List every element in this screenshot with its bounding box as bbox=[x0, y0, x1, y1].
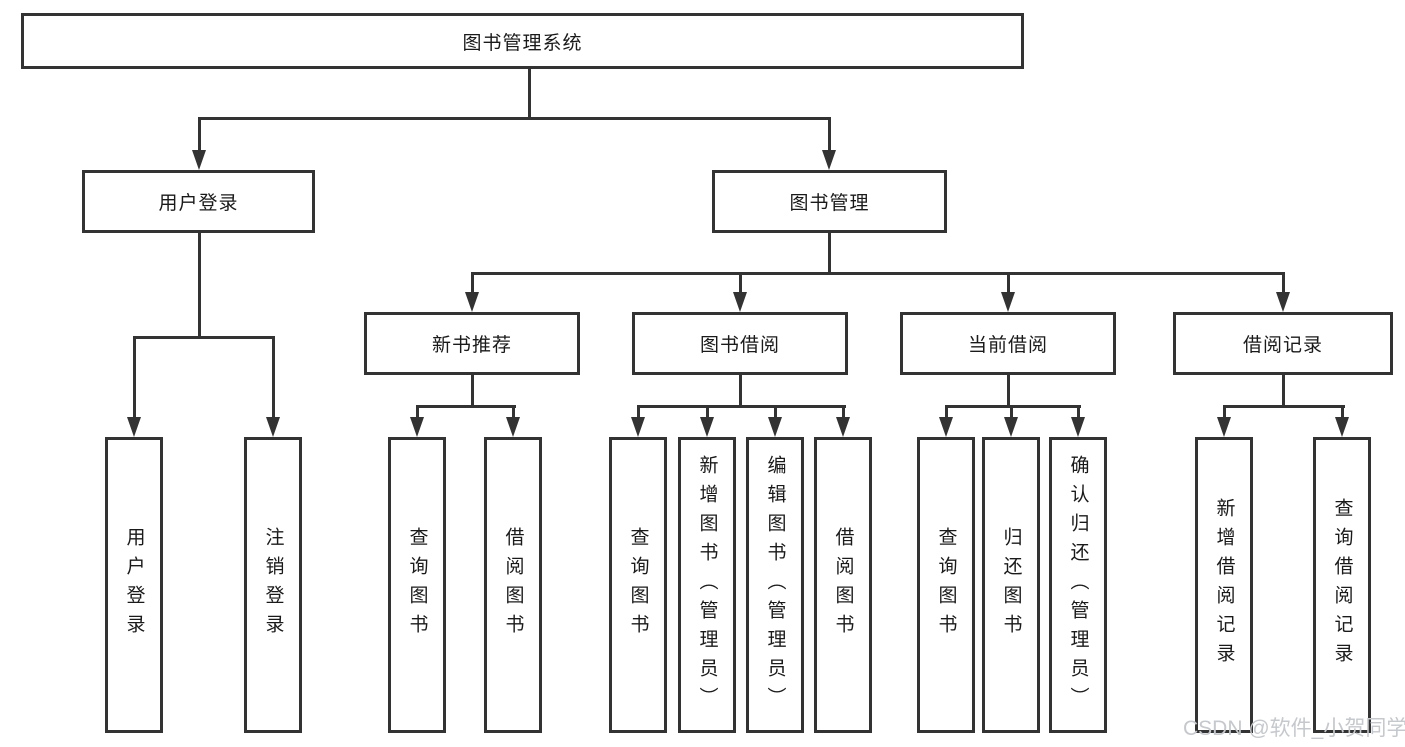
connector-line bbox=[739, 375, 742, 408]
connector-line bbox=[133, 339, 136, 420]
leaf-user-login: 用户登录 bbox=[105, 437, 163, 733]
leaf-label: 查询图书 bbox=[406, 527, 428, 643]
node-label: 图书管理 bbox=[789, 193, 870, 214]
connector-line bbox=[1282, 275, 1285, 295]
connector-line bbox=[198, 120, 201, 153]
arrow-down-icon bbox=[1276, 292, 1290, 312]
arrow-down-icon bbox=[506, 417, 520, 437]
leaf-borrow-books: 借阅图书 bbox=[814, 437, 872, 733]
leaf-label: 新增图书（管理员） bbox=[696, 454, 718, 716]
arrow-down-icon bbox=[939, 417, 953, 437]
connector-line bbox=[416, 408, 419, 420]
arrow-down-icon bbox=[822, 150, 836, 170]
arrow-down-icon bbox=[1071, 417, 1085, 437]
node-label: 新书推荐 bbox=[431, 335, 512, 356]
leaf-query-books-borrow: 查询图书 bbox=[609, 437, 667, 733]
connector-line bbox=[198, 233, 201, 339]
node-user-login: 用户登录 bbox=[82, 170, 315, 233]
node-label: 用户登录 bbox=[158, 193, 239, 214]
arrow-down-icon bbox=[1217, 417, 1231, 437]
leaf-query-borrow-record: 查询借阅记录 bbox=[1313, 437, 1371, 733]
connector-line bbox=[416, 405, 516, 408]
leaf-confirm-return-admin: 确认归还（管理员） bbox=[1049, 437, 1107, 733]
leaf-label: 新增借阅记录 bbox=[1213, 498, 1235, 672]
arrow-down-icon bbox=[733, 292, 747, 312]
connector-line bbox=[842, 408, 845, 420]
leaf-label: 查询借阅记录 bbox=[1331, 498, 1353, 672]
leaf-query-books-recommend: 查询图书 bbox=[388, 437, 446, 733]
leaf-return-book: 归还图书 bbox=[982, 437, 1040, 733]
connector-line bbox=[1282, 375, 1285, 408]
connector-line bbox=[774, 408, 777, 420]
leaf-edit-book-admin: 编辑图书（管理员） bbox=[746, 437, 804, 733]
connector-line bbox=[739, 275, 742, 295]
connector-line bbox=[198, 117, 831, 120]
leaf-label: 编辑图书（管理员） bbox=[764, 454, 786, 716]
connector-line bbox=[528, 69, 531, 120]
connector-line bbox=[471, 375, 474, 408]
arrow-down-icon bbox=[410, 417, 424, 437]
leaf-label: 查询图书 bbox=[627, 527, 649, 643]
leaf-label: 借阅图书 bbox=[832, 527, 854, 643]
leaf-logout: 注销登录 bbox=[244, 437, 302, 733]
leaf-label: 借阅图书 bbox=[502, 527, 524, 643]
node-label: 当前借阅 bbox=[967, 335, 1048, 356]
node-current-borrow: 当前借阅 bbox=[900, 312, 1116, 375]
leaf-label: 注销登录 bbox=[262, 527, 284, 643]
connector-line bbox=[471, 272, 1285, 275]
arrow-down-icon bbox=[1335, 417, 1349, 437]
connector-line bbox=[637, 408, 640, 420]
node-book-borrow: 图书借阅 bbox=[632, 312, 848, 375]
arrow-down-icon bbox=[631, 417, 645, 437]
node-label: 图书借阅 bbox=[699, 335, 780, 356]
node-borrow-records: 借阅记录 bbox=[1173, 312, 1393, 375]
connector-line bbox=[133, 336, 275, 339]
arrow-down-icon bbox=[1001, 292, 1015, 312]
arrow-down-icon bbox=[465, 292, 479, 312]
connector-line bbox=[1010, 408, 1013, 420]
leaf-borrow-books-recommend: 借阅图书 bbox=[484, 437, 542, 733]
leaf-label: 确认归还（管理员） bbox=[1067, 454, 1089, 716]
arrow-down-icon bbox=[768, 417, 782, 437]
node-new-book-recommend: 新书推荐 bbox=[364, 312, 580, 375]
csdn-watermark: CSDN @软件_小贺同学 bbox=[1183, 717, 1405, 740]
node-library-management-system: 图书管理系统 bbox=[21, 13, 1024, 69]
connector-line bbox=[1007, 275, 1010, 295]
arrow-down-icon bbox=[700, 417, 714, 437]
connector-line bbox=[828, 120, 831, 153]
connector-line bbox=[512, 408, 515, 420]
connector-line bbox=[1077, 408, 1080, 420]
node-label: 图书管理系统 bbox=[462, 32, 583, 54]
leaf-label: 查询图书 bbox=[935, 527, 957, 643]
arrow-down-icon bbox=[266, 417, 280, 437]
leaf-add-borrow-record: 新增借阅记录 bbox=[1195, 437, 1253, 733]
connector-line bbox=[828, 233, 831, 275]
connector-line bbox=[637, 405, 846, 408]
connector-line bbox=[1341, 408, 1344, 420]
leaf-query-books-current: 查询图书 bbox=[917, 437, 975, 733]
arrow-down-icon bbox=[192, 150, 206, 170]
connector-line bbox=[272, 339, 275, 420]
connector-line bbox=[1223, 408, 1226, 420]
node-label: 借阅记录 bbox=[1242, 335, 1323, 356]
connector-line bbox=[471, 275, 474, 295]
leaf-label: 归还图书 bbox=[1000, 527, 1022, 643]
node-book-management: 图书管理 bbox=[712, 170, 947, 233]
connector-line bbox=[945, 408, 948, 420]
connector-line bbox=[706, 408, 709, 420]
connector-line bbox=[1223, 405, 1345, 408]
arrow-down-icon bbox=[836, 417, 850, 437]
connector-line bbox=[945, 405, 1081, 408]
leaf-label: 用户登录 bbox=[123, 527, 145, 643]
leaf-add-book-admin: 新增图书（管理员） bbox=[678, 437, 736, 733]
arrow-down-icon bbox=[1004, 417, 1018, 437]
arrow-down-icon bbox=[127, 417, 141, 437]
connector-line bbox=[1007, 375, 1010, 408]
